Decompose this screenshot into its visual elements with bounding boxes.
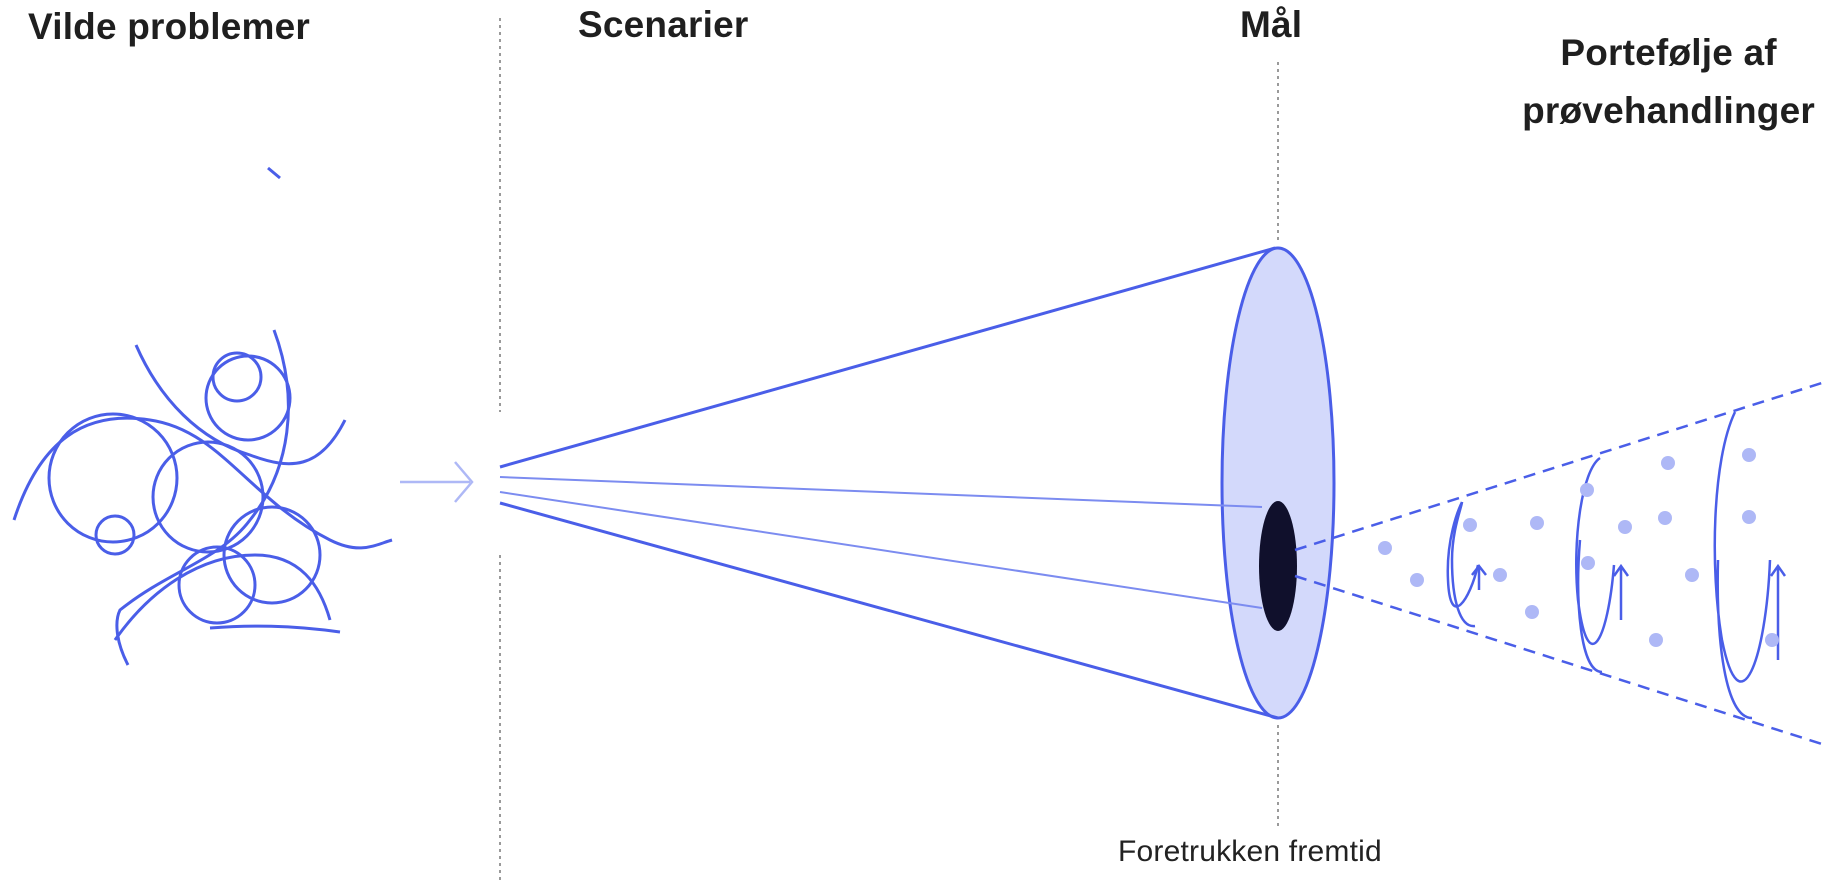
trial-action-dot <box>1410 573 1424 587</box>
trial-action-dot <box>1463 518 1477 532</box>
wicked-problems-label: Vilde problemer <box>28 6 310 47</box>
loop-arrow-icon <box>1471 563 1487 590</box>
trial-action-dot <box>1581 556 1595 570</box>
portfolio-label-line1: Portefølje af <box>1560 32 1777 73</box>
trial-action-dot <box>1658 511 1672 525</box>
trial-action-dot <box>1580 483 1594 497</box>
trial-action-dots <box>1378 448 1779 647</box>
trial-action-dot <box>1742 510 1756 524</box>
dividers <box>499 18 1279 880</box>
preferred-future-core <box>1259 501 1297 631</box>
portfolio-cone <box>1294 380 1825 747</box>
trial-action-dot <box>1530 516 1544 530</box>
trial-action-dot <box>1525 605 1539 619</box>
tangle-stroke <box>209 624 341 634</box>
trial-action-dot <box>1493 568 1507 582</box>
loop-arrow-icon <box>1612 563 1630 620</box>
scenario-ray <box>499 491 1263 609</box>
scenario-cone <box>499 246 1336 720</box>
tangle-stroke <box>267 166 281 180</box>
tangle-circle <box>222 505 322 605</box>
goal-ellipse <box>1220 246 1336 720</box>
tangle-stroke <box>115 329 290 666</box>
scenario-ray <box>499 476 1263 508</box>
goal-label: Mål <box>1240 4 1303 45</box>
portfolio-label: Portefølje af prøvehandlinger <box>1522 24 1815 140</box>
trial-action-dot <box>1742 448 1756 462</box>
arrow-head <box>454 461 474 503</box>
trial-action-dot <box>1765 633 1779 647</box>
cone-edge-top <box>499 246 1276 469</box>
trial-action-dot <box>1661 456 1675 470</box>
tangle-stroke <box>12 416 393 550</box>
scenarios-label: Scenarier <box>578 4 749 45</box>
trial-action-dot <box>1618 520 1632 534</box>
cone-edge-bottom <box>499 501 1279 720</box>
iteration-loop-1 <box>1446 501 1480 628</box>
trial-action-dot <box>1378 541 1392 555</box>
preferred-future-label: Foretrukken fremtid <box>1118 835 1382 868</box>
trial-action-dot <box>1685 568 1699 582</box>
loop-arrow-icon <box>1769 563 1787 660</box>
portfolio-label-line2: prøvehandlinger <box>1522 90 1815 131</box>
iteration-loop-3 <box>1713 411 1772 720</box>
tangle-circle <box>47 412 179 544</box>
wicked-problems-tangle <box>12 166 393 666</box>
tangle-circle <box>94 514 136 556</box>
tangle-stroke <box>134 344 347 466</box>
arrow-to-scenarios <box>400 461 474 503</box>
trial-action-dot <box>1649 633 1663 647</box>
tangle-stroke <box>113 553 332 641</box>
iteration-loops <box>1446 411 1772 720</box>
tangle-circle <box>211 351 263 403</box>
portfolio-edge-top <box>1294 380 1825 552</box>
iteration-arrows <box>1471 563 1787 660</box>
portfolio-edge-bottom <box>1294 574 1825 747</box>
tangle-circle <box>177 545 257 625</box>
tangle-circle <box>151 440 265 554</box>
